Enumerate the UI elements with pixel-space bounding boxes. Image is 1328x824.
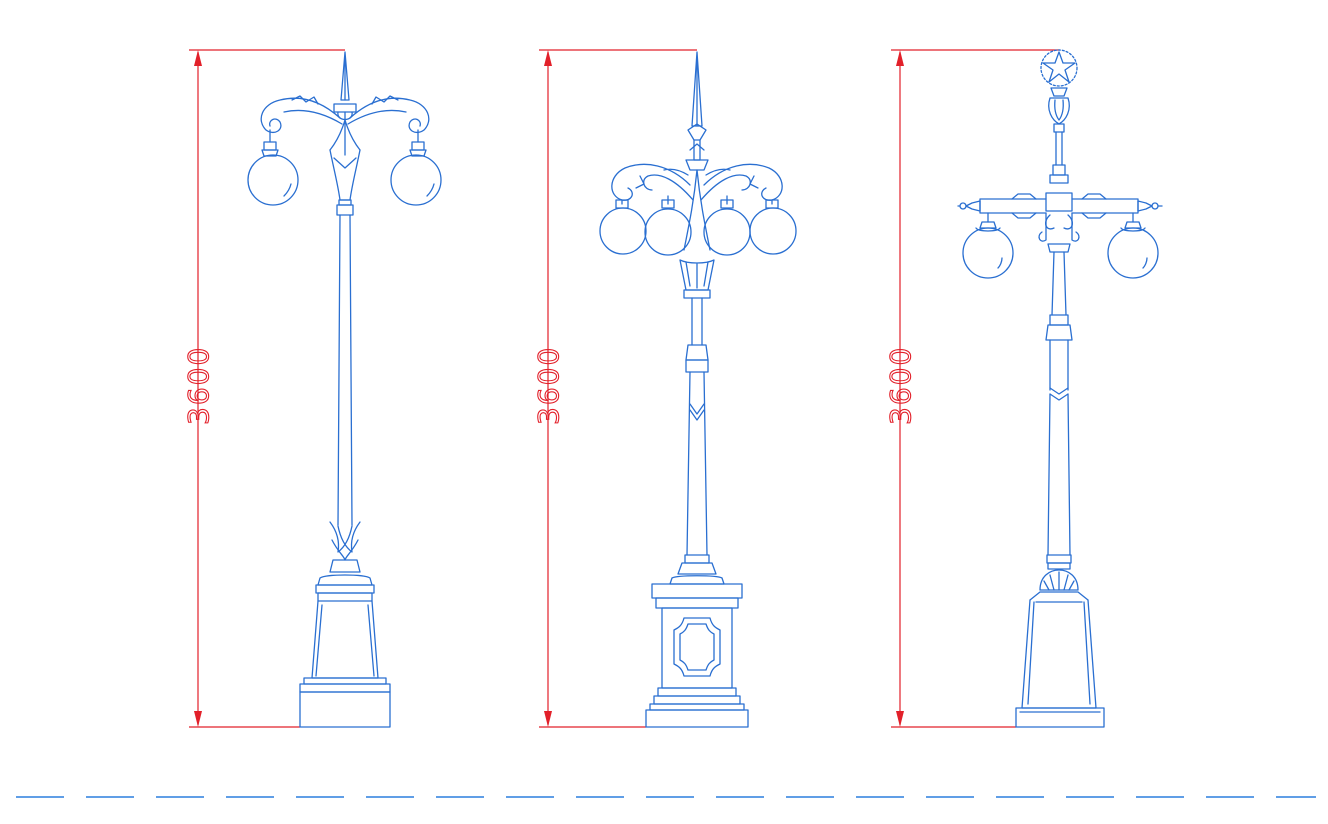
lamp-post-3 [957,49,1163,728]
dimension-3-label: 3600 [884,346,917,425]
dimension-2-label: 3600 [532,346,565,425]
dimension-1-label: 3600 [182,346,215,425]
lamp-post-2 [599,51,797,728]
lamp-post-1 [247,51,442,728]
dimension-3: 3600 [883,49,1060,728]
dimension-1: 3600 [181,49,345,728]
dimension-2: 3600 [531,49,697,728]
